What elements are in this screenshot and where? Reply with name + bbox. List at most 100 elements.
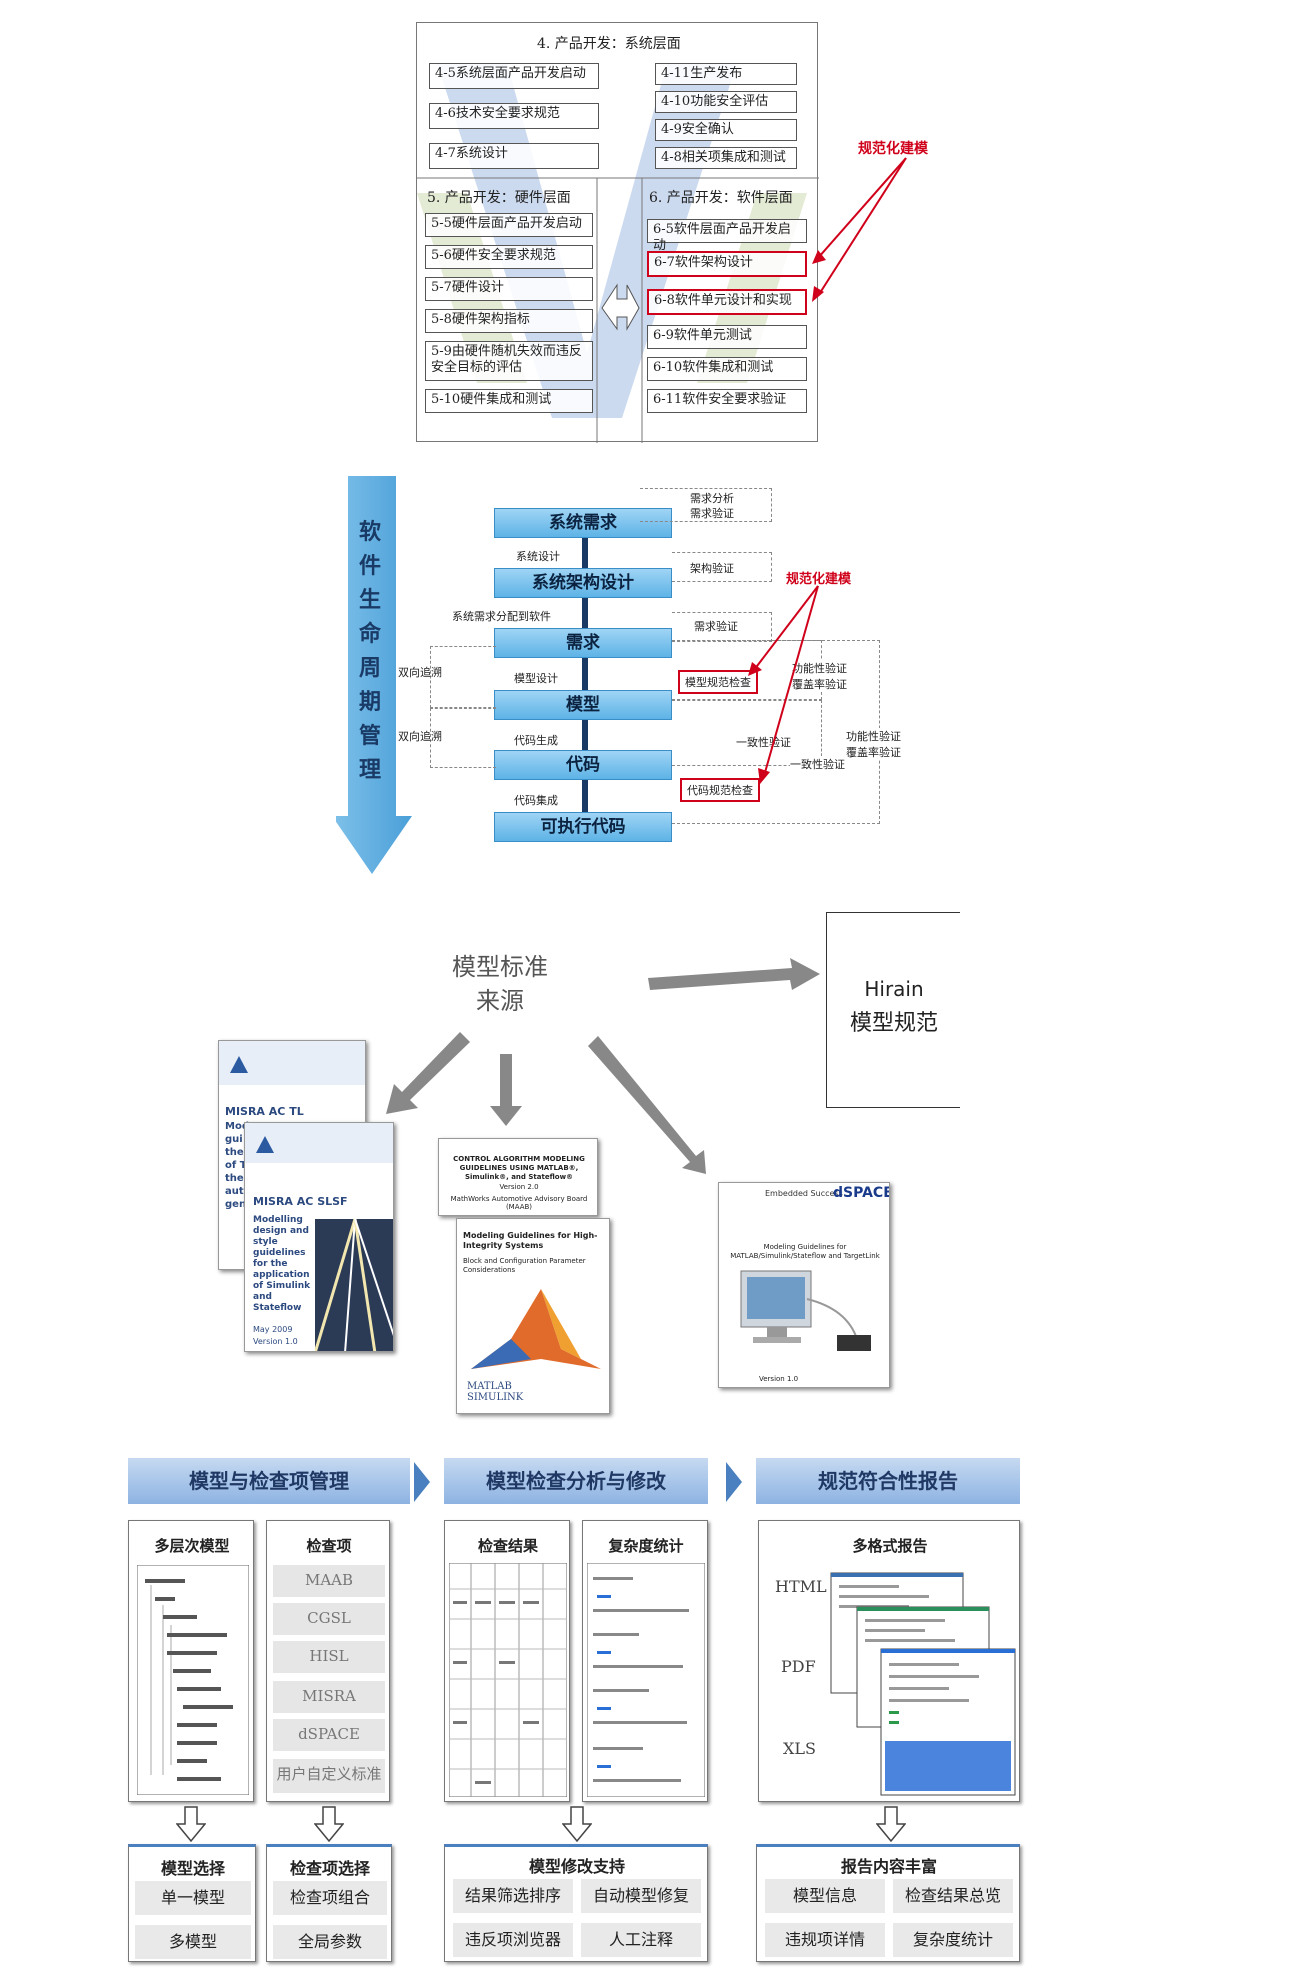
book-org: MathWorks Automotive Advisory Board (MAA…	[450, 1195, 588, 1211]
verify-label: 需求验证	[694, 618, 738, 634]
book-text: Mod	[225, 1121, 249, 1132]
check-standard[interactable]: CGSL	[273, 1603, 385, 1635]
check-standard[interactable]: MAAB	[273, 1565, 385, 1597]
option-button[interactable]: 模型信息	[765, 1879, 885, 1913]
models-panel: 多层次模型	[128, 1520, 254, 1802]
option-button[interactable]: 自动模型修复	[581, 1879, 701, 1913]
verify-label: 一致性验证	[790, 756, 845, 772]
book-desc: Block and Configuration Parameter Consid…	[463, 1257, 586, 1274]
chevron-right-icon	[414, 1462, 430, 1502]
book-text: the	[225, 1173, 244, 1184]
option-button[interactable]: 单一模型	[135, 1881, 251, 1915]
trace-loop	[430, 708, 496, 768]
option-button[interactable]: 检查结果总览	[893, 1879, 1013, 1913]
box-title: 报告内容丰富	[840, 1857, 937, 1876]
checks-panel: 检查项 MAAB CGSL HISL MISRA dSPACE 用户自定义标准	[266, 1520, 390, 1802]
format-label: PDF	[781, 1657, 816, 1676]
book-title: Modeling Guidelines for MATLAB/Simulink/…	[730, 1243, 880, 1260]
check-standard[interactable]: HISL	[273, 1641, 385, 1673]
down-arrow-icon	[876, 1806, 906, 1842]
format-label: HTML	[775, 1577, 827, 1596]
flow-box: 需求	[494, 628, 672, 658]
report-previews	[830, 1572, 1016, 1796]
down-arrow-icon	[562, 1806, 592, 1842]
hirain-box: Hirain 模型规范	[826, 912, 960, 1108]
sys-item: 4-10功能安全评估	[655, 91, 797, 113]
verify-label: 需求验证	[690, 505, 734, 521]
book-title: MISRA AC TL	[225, 1105, 304, 1118]
option-button[interactable]: 全局参数	[273, 1925, 387, 1959]
option-button[interactable]: 违规项详情	[765, 1923, 885, 1957]
center-label-line: 模型标准	[452, 953, 548, 981]
hw-item: 5-7硬件设计	[425, 277, 593, 301]
panel-title: 检查项	[306, 1537, 352, 1555]
flow-step-label: 代码生成	[514, 734, 558, 747]
misra-slsf-book: MISRA AC SLSF Modelling design and style…	[244, 1122, 394, 1352]
annotation-label: 规范化建模	[786, 572, 852, 587]
hw-item: 5-9由硬件随机失效而违反安全目标的评估	[425, 341, 593, 381]
sys-header: 4. 产品开发：系统层面	[537, 36, 681, 52]
format-label: XLS	[783, 1739, 816, 1758]
dspace-embedded: Embedded Success	[765, 1189, 843, 1198]
chevron-right-icon	[726, 1462, 742, 1502]
option-button[interactable]: 多模型	[135, 1925, 251, 1959]
check-standard[interactable]: 用户自定义标准	[273, 1759, 385, 1793]
trace-label: 双向追溯	[398, 666, 442, 679]
book-title: CONTROL ALGORITHM MODELING GUIDELINES US…	[453, 1155, 585, 1181]
code-check-box: 代码规范检查	[680, 778, 760, 802]
hw-item: 5-8硬件架构指标	[425, 309, 593, 333]
flow-box: 系统需求	[494, 508, 672, 538]
book-text: auto	[225, 1186, 251, 1197]
check-standard[interactable]: MISRA	[273, 1681, 385, 1713]
maab-hi-book: Modeling Guidelines for High-Integrity S…	[456, 1218, 610, 1414]
down-arrow-icon	[314, 1806, 344, 1842]
option-button[interactable]: 检查项组合	[273, 1881, 387, 1915]
verify-label: 架构验证	[690, 560, 734, 576]
option-button[interactable]: 人工注释	[581, 1923, 701, 1957]
sys-item: 4-11生产发布	[655, 63, 797, 85]
reports-panel: 多格式报告 HTML PDF XLS	[758, 1520, 1020, 1802]
results-table	[449, 1563, 567, 1797]
center-label-line: 来源	[476, 987, 524, 1015]
flow-step-label: 模型设计	[514, 672, 558, 685]
matlab-logo: MATLAB SIMULINK	[467, 1381, 524, 1403]
hw-item: 5-10硬件集成和测试	[425, 389, 593, 413]
model-tree	[137, 1565, 249, 1795]
check-standard[interactable]: dSPACE	[273, 1719, 385, 1751]
book-title: Modeling Guidelines for High-Integrity S…	[463, 1231, 598, 1250]
dspace-brand: dSPACE	[833, 1185, 890, 1201]
sw-header: 6. 产品开发：软件层面	[649, 190, 793, 206]
flow-box: 系统架构设计	[494, 568, 672, 598]
flow-box: 可执行代码	[494, 812, 672, 842]
option-button[interactable]: 结果筛选排序	[453, 1879, 573, 1913]
book-text: of T	[225, 1160, 247, 1171]
lifecycle-side-label: 软件生命周期管理	[359, 520, 382, 783]
book-text: the	[225, 1147, 244, 1158]
model-check-box: 模型规范检查	[678, 670, 758, 694]
sw-item: 6-5软件层面产品开发启动	[647, 219, 807, 253]
book-date: May 2009	[253, 1325, 293, 1334]
computer-icon	[740, 1270, 871, 1351]
book-version: Version 1.0	[253, 1337, 298, 1346]
verify-label: 需求分析	[690, 490, 734, 506]
flow-step-label: 系统需求分配到软件	[452, 610, 551, 623]
sw-item-highlight: 6-8软件单元设计和实现	[647, 289, 807, 315]
option-button[interactable]: 复杂度统计	[893, 1923, 1013, 1957]
iso-table: 4. 产品开发：系统层面 4-5系统层面产品开发启动 4-6技术安全要求规范 4…	[416, 22, 819, 443]
annotation-arrows	[748, 585, 819, 784]
option-button[interactable]: 违反项浏览器	[453, 1923, 573, 1957]
report-content-box: 报告内容丰富 模型信息 检查结果总览 违规项详情 复杂度统计	[756, 1844, 1020, 1962]
flow-spine	[582, 520, 588, 820]
model-fix-box: 模型修改支持 结果筛选排序 自动模型修复 违反项浏览器 人工注释	[444, 1844, 708, 1962]
sw-item: 6-10软件集成和测试	[647, 357, 807, 381]
verify-label: 功能性验证	[792, 660, 847, 676]
book-version: Version 1.0	[759, 1375, 799, 1383]
trace-label: 双向追溯	[398, 730, 442, 743]
panel-title: 检查结果	[477, 1537, 538, 1555]
dspace-book: Embedded Success dSPACE Modeling Guideli…	[718, 1182, 890, 1388]
book-version: Version 2.0	[499, 1183, 539, 1191]
section-header: 模型检查分析与修改	[444, 1458, 708, 1504]
hirain-label: Hirain	[864, 977, 924, 1001]
trace-loop	[430, 646, 496, 708]
section-header: 模型与检查项管理	[128, 1458, 410, 1504]
